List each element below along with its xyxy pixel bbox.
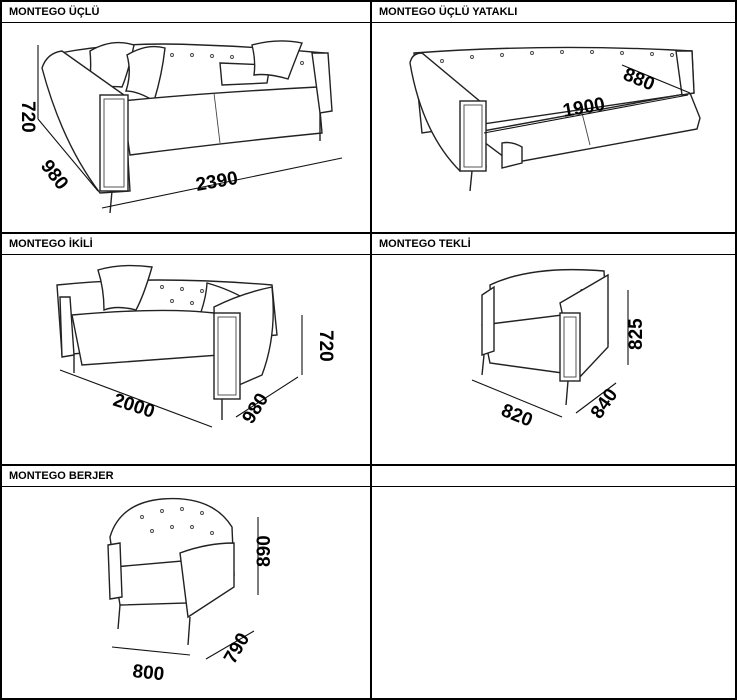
dim-height: 720	[315, 330, 336, 362]
product-title: MONTEGO TEKLİ	[372, 234, 735, 255]
cell-montego-uclu-yatakli: MONTEGO ÜÇLÜ YATAKLI	[371, 1, 736, 233]
sofa-3-seat-drawing: 720 980 2390	[2, 23, 370, 232]
dim-height: 825	[626, 318, 647, 350]
pillow-icon	[97, 264, 153, 312]
sofa-2-seat-drawing: 2000 980 720	[2, 255, 370, 464]
berjer-chair-drawing: 800 790 890	[2, 487, 370, 698]
cell-empty	[371, 465, 736, 699]
dim-depth: 980	[238, 390, 273, 428]
dim-depth: 790	[220, 630, 254, 668]
cell-montego-berjer: MONTEGO BERJER	[1, 465, 371, 699]
cell-montego-uclu: MONTEGO ÜÇLÜ	[1, 1, 371, 233]
dim-width: 800	[131, 661, 165, 685]
sofa-bed-drawing: 1900 880	[372, 23, 735, 232]
dim-height: 890	[254, 535, 275, 567]
dim-depth: 980	[36, 156, 72, 194]
product-title: MONTEGO ÜÇLÜ	[2, 2, 370, 23]
product-title: MONTEGO BERJER	[2, 466, 370, 487]
dim-width: 2000	[110, 390, 157, 423]
cell-montego-tekli: MONTEGO TEKLİ	[371, 233, 736, 465]
product-title: MONTEGO İKİLİ	[2, 234, 370, 255]
product-title	[372, 466, 735, 487]
dim-depth: 840	[587, 385, 622, 423]
dim-width: 820	[498, 400, 535, 431]
cell-montego-ikili: MONTEGO İKİLİ	[1, 233, 371, 465]
dim-height: 720	[17, 101, 38, 133]
armchair-drawing: 820 840 825	[372, 255, 735, 464]
product-title: MONTEGO ÜÇLÜ YATAKLI	[372, 2, 735, 23]
dim-width: 2390	[194, 168, 239, 196]
